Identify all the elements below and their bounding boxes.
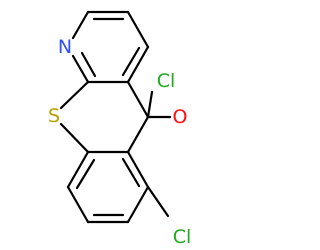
- chlorine-atom-label-ring: Cl: [173, 226, 192, 248]
- pyridine-ring: [71, 10, 150, 84]
- nitrogen-atom-label: N: [58, 36, 72, 58]
- central-ring: [59, 80, 150, 154]
- molecule-structure-diagram: N S Cl O Cl: [48, 10, 192, 248]
- bond: [66, 150, 90, 189]
- bond: [146, 185, 170, 218]
- bond: [71, 54, 90, 84]
- bond: [71, 10, 90, 40]
- oxygen-atom-label: O: [173, 106, 188, 128]
- bond: [126, 10, 150, 49]
- bond: [126, 115, 150, 154]
- bond: [146, 90, 154, 119]
- chlorine-atom-label-acyl: Cl: [157, 70, 176, 92]
- sulfur-atom-label: S: [48, 105, 60, 127]
- bond: [121, 46, 141, 77]
- bond: [126, 185, 150, 224]
- acyl-chloride-group: [146, 90, 172, 119]
- bond: [126, 150, 150, 189]
- bond: [126, 80, 150, 119]
- benzene-ring: [66, 150, 170, 224]
- bond: [59, 80, 90, 110]
- bond: [66, 185, 90, 224]
- bond: [59, 122, 90, 154]
- bond: [121, 157, 141, 188]
- bond: [75, 158, 96, 190]
- bond: [126, 45, 150, 84]
- bond: [80, 51, 97, 78]
